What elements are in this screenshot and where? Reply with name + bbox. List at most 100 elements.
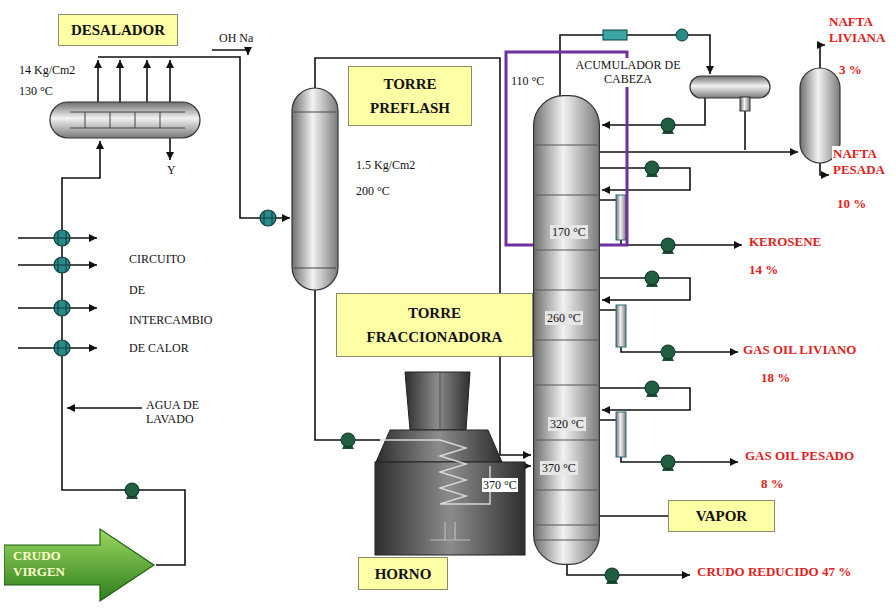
pressure-label: 14 Kg/Cm2 xyxy=(18,63,76,77)
pump-symbol xyxy=(645,161,659,177)
heat-exchanger xyxy=(54,300,70,316)
furnace xyxy=(430,522,470,540)
pipe-line xyxy=(820,163,829,175)
unit-label-box: DESALADOR xyxy=(58,14,178,46)
temperature-label: 370 °C xyxy=(482,478,518,492)
stream-label: Y xyxy=(166,163,177,177)
temperature-label: 260 °C xyxy=(545,311,583,325)
furnace xyxy=(380,440,490,504)
heat-exchanger xyxy=(54,257,70,273)
product-label: NAFTA PESADA xyxy=(832,146,896,177)
condenser xyxy=(676,29,688,41)
heat-exchanger xyxy=(54,210,276,356)
vessel xyxy=(50,68,840,290)
pipe-line xyxy=(146,60,148,102)
temperature-label: 170 °C xyxy=(550,225,588,239)
node-label: DESALADOR xyxy=(71,18,165,42)
condenser xyxy=(603,29,688,41)
pump-symbol xyxy=(645,271,659,287)
pump-symbol xyxy=(605,568,619,584)
heat-exchanger xyxy=(54,230,70,246)
column-tray xyxy=(535,290,598,291)
temperature-label: 200 °C xyxy=(355,184,391,198)
column-tray xyxy=(535,145,598,146)
unit-label-box: HORNO xyxy=(358,557,448,590)
note-text: DE xyxy=(128,283,146,297)
product-label: KEROSENE xyxy=(748,234,822,250)
side-stripper xyxy=(616,195,626,457)
fractionator-column: 170 °C 260 °C 320 °C 370 °C xyxy=(533,95,600,565)
equipment-label: ACUMULADOR DE CABEZA xyxy=(570,58,686,87)
pump-symbol xyxy=(661,118,675,134)
chemical-label: OH Na xyxy=(218,31,254,45)
side-stripper xyxy=(616,305,626,347)
column-tray xyxy=(535,490,598,491)
vessel xyxy=(740,97,750,111)
pump-symbol xyxy=(341,433,355,449)
vessel xyxy=(292,88,338,290)
pump-symbol xyxy=(645,381,659,397)
condenser xyxy=(603,30,627,40)
feed-arrow: CRUDO VIRGEN xyxy=(4,527,156,603)
pipe-line xyxy=(212,50,248,55)
temperature-label: 320 °C xyxy=(548,417,586,431)
heat-exchanger xyxy=(54,340,70,356)
pressure-label: 1.5 Kg/Cm2 xyxy=(355,158,416,172)
column-tray xyxy=(535,250,598,251)
product-yield: 3 % xyxy=(838,62,863,78)
temperature-label: 110 °C xyxy=(510,74,545,88)
node-label: VAPOR xyxy=(696,504,747,528)
side-stripper xyxy=(616,412,626,457)
vessel xyxy=(294,112,336,268)
unit-label-box: TORRE FRACCIONADORA xyxy=(336,293,533,357)
pump-symbol xyxy=(661,455,675,471)
column-tray xyxy=(535,340,598,341)
pipe-line xyxy=(169,138,171,160)
pipe-line xyxy=(600,168,690,190)
column-shape xyxy=(534,96,600,565)
arrow-shape xyxy=(4,529,154,601)
product-yield: 14 % xyxy=(748,262,779,278)
vessel xyxy=(50,102,200,138)
side-stripper xyxy=(616,195,626,240)
product-label: GAS OIL LIVIANO xyxy=(742,342,857,358)
furnace xyxy=(405,372,470,430)
temperature-label: 130 °C xyxy=(18,84,54,98)
product-label: NAFTA LIVIANA xyxy=(828,14,894,45)
furnace xyxy=(418,372,458,430)
column-tray xyxy=(535,525,598,526)
pipe-line xyxy=(18,35,829,575)
pump-symbol xyxy=(661,345,675,361)
node-label: CRUDO VIRGEN xyxy=(13,548,93,580)
pump-symbol xyxy=(661,238,675,254)
column-tray xyxy=(535,440,598,441)
product-yield: 18 % xyxy=(760,370,791,386)
vessel xyxy=(70,112,185,128)
column-tray xyxy=(535,195,598,196)
note-text: INTERCAMBIO xyxy=(128,313,213,327)
node-label: HORNO xyxy=(375,562,432,586)
pipe-line xyxy=(119,60,121,102)
column-tray xyxy=(535,385,598,386)
pump-symbol xyxy=(125,483,139,499)
pipe-line xyxy=(315,58,531,455)
pipe-line xyxy=(600,278,690,300)
product-yield: 8 % xyxy=(760,476,785,492)
unit-label-box: TORRE PREFLASH xyxy=(348,66,472,126)
furnace xyxy=(375,372,525,555)
stream-label: AGUA DE LAVADO xyxy=(145,398,227,427)
vessel xyxy=(690,76,770,98)
unit-label-box: VAPOR xyxy=(668,500,775,532)
node-label: TORRE PREFLASH xyxy=(365,72,455,120)
pipe-line xyxy=(560,35,710,97)
temperature-label: 370 °C xyxy=(540,461,578,475)
column-shape xyxy=(533,95,600,565)
column-tray xyxy=(535,540,598,541)
product-label: GAS OIL PESADO xyxy=(744,448,855,464)
heat-exchanger xyxy=(260,210,276,226)
node-label: TORRE FRACCIONADORA xyxy=(355,301,515,349)
pipe-line xyxy=(67,407,142,409)
pipe-line xyxy=(567,565,690,575)
pipe-line xyxy=(97,60,99,102)
